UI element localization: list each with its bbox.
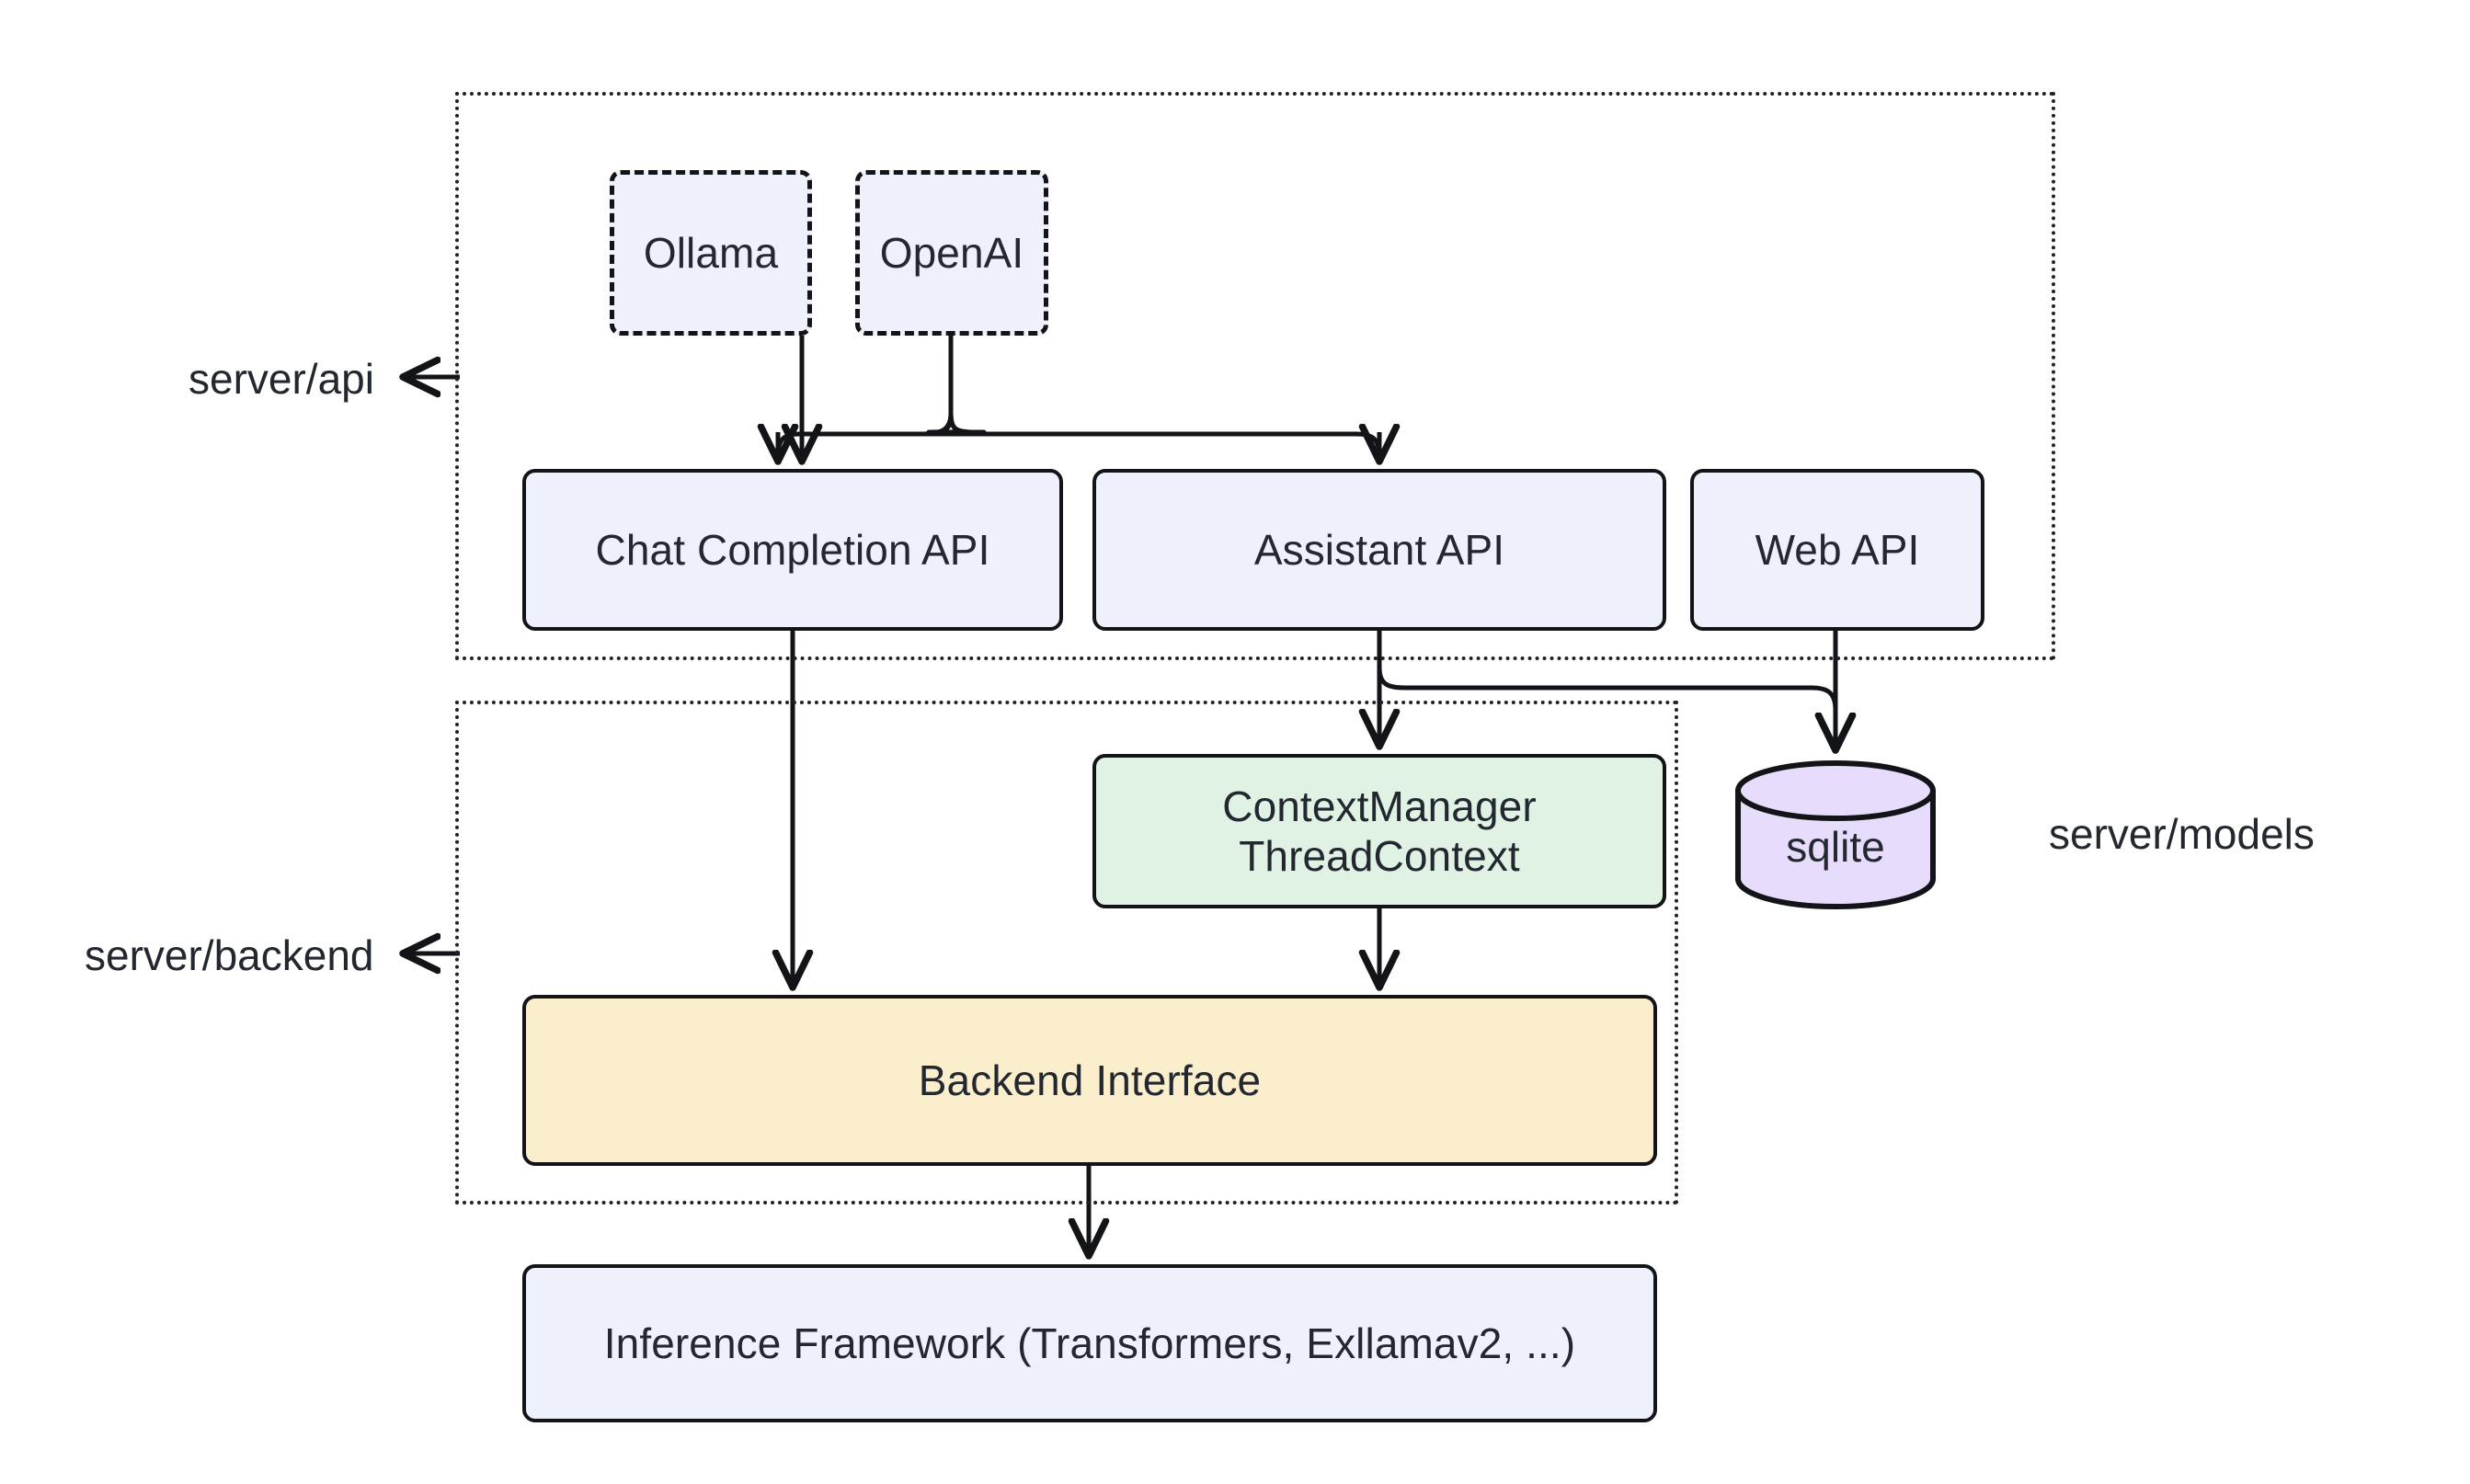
node-sqlite[interactable]: sqlite [1732,758,1938,912]
cluster-server-api [455,92,2055,660]
node-context-manager[interactable]: ContextManager ThreadContext [1092,754,1666,908]
cluster-server-backend [455,701,1678,1204]
node-context-manager-label: ContextManager ThreadContext [1222,782,1537,880]
node-inference-framework-label: Inference Framework (Transformers, Exlla… [603,1318,1576,1367]
node-backend-interface-label: Backend Interface [918,1056,1262,1104]
node-assistant-api[interactable]: Assistant API [1092,469,1666,631]
database-cylinder-icon [1735,760,1936,909]
label-server-backend: server/backend [85,931,374,979]
node-web-api[interactable]: Web API [1690,469,1984,631]
node-openai[interactable]: OpenAI [855,170,1048,336]
node-openai-label: OpenAI [879,228,1024,277]
node-chat-completion-api-label: Chat Completion API [595,525,990,574]
node-ollama[interactable]: Ollama [610,170,812,336]
label-server-api: server/api [189,355,374,403]
node-assistant-api-label: Assistant API [1253,525,1505,574]
node-backend-interface[interactable]: Backend Interface [522,995,1657,1166]
label-server-models: server/models [2049,810,2315,858]
node-web-api-label: Web API [1755,525,1920,574]
node-ollama-label: Ollama [643,228,779,277]
node-inference-framework[interactable]: Inference Framework (Transformers, Exlla… [522,1264,1657,1422]
node-chat-completion-api[interactable]: Chat Completion API [522,469,1063,631]
node-sqlite-label: sqlite [1786,823,1885,871]
